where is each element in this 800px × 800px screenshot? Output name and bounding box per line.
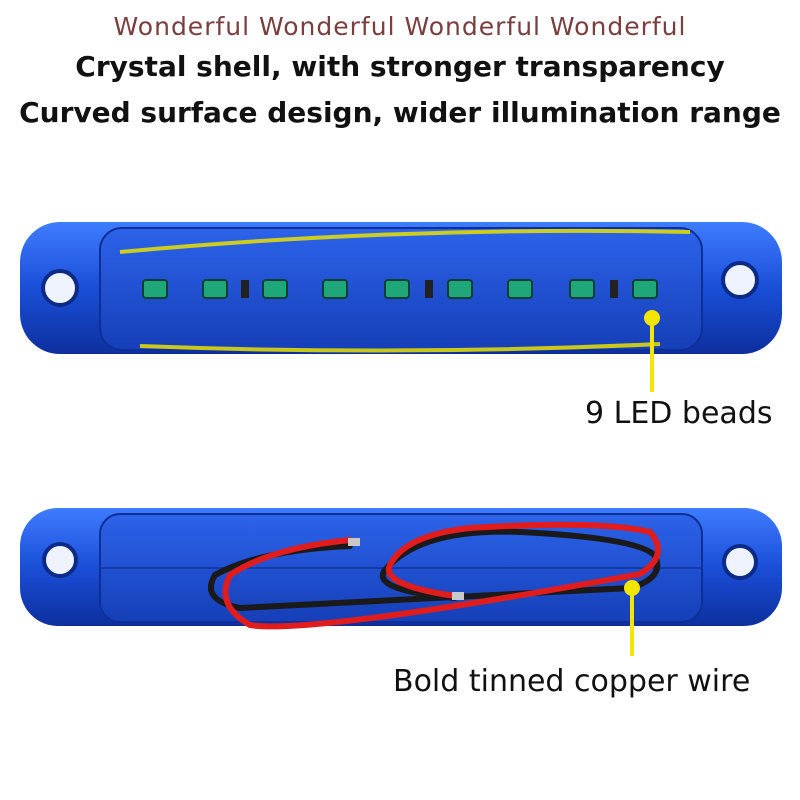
led-bead	[322, 279, 348, 299]
mount-hole-icon	[42, 542, 78, 578]
led-pointer	[644, 310, 660, 392]
mount-hole-icon	[721, 261, 759, 299]
led-beads	[142, 279, 658, 299]
led-bead	[569, 279, 595, 299]
led-beads-callout: 9 LED beads	[585, 396, 773, 431]
led-bead	[447, 279, 473, 299]
headline-transparency: Crystal shell, with stronger transparenc…	[75, 50, 725, 83]
resistor	[425, 280, 433, 298]
bottom-led-light	[20, 508, 782, 630]
mount-hole-icon	[722, 544, 758, 580]
copper-wire-callout: Bold tinned copper wire	[393, 664, 751, 699]
led-bead	[262, 279, 288, 299]
headline-curved-surface: Curved surface design, wider illuminatio…	[19, 96, 781, 129]
led-bead	[384, 279, 410, 299]
wire-tip	[348, 538, 360, 546]
mount-hole-icon	[41, 269, 79, 307]
led-bead	[202, 279, 228, 299]
resistor	[610, 280, 618, 298]
led-bead	[142, 279, 168, 299]
resistor	[241, 280, 249, 298]
wire-pointer	[624, 580, 640, 656]
wire-tip	[452, 592, 464, 600]
top-led-light	[20, 222, 782, 354]
brand-banner: Wonderful Wonderful Wonderful Wonderful	[113, 12, 687, 41]
led-bead	[632, 279, 658, 299]
led-bead	[507, 279, 533, 299]
wires	[207, 521, 661, 630]
